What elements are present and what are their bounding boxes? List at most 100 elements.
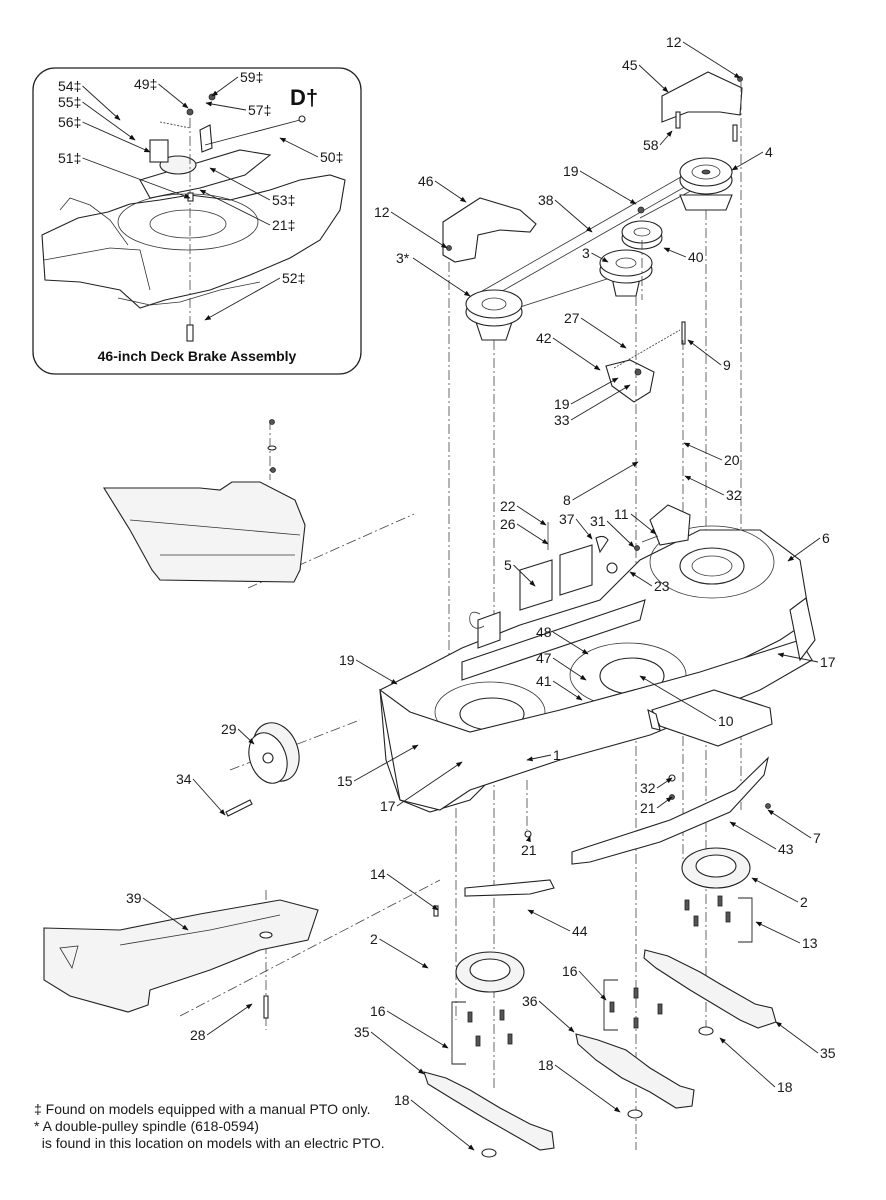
callout-52: 52‡ (204, 270, 305, 321)
part-number-label: 35 (354, 1024, 370, 1040)
part-number-label: 32 (726, 487, 742, 503)
part-number-label: 19 (339, 652, 355, 668)
callout-28: 28 (190, 1003, 253, 1043)
leader-arrow (656, 796, 673, 809)
leader-arrow (629, 571, 653, 587)
leader-arrow (513, 564, 536, 587)
footnote-double-pulley: * A double-pulley spindle (618-0594) (34, 1118, 259, 1134)
leader-arrow (206, 1003, 253, 1036)
callout-11: 11 (614, 506, 657, 535)
leader-arrow (552, 337, 601, 371)
part-number-label: 54‡ (58, 78, 81, 94)
spindle-plate-2b (455, 951, 525, 993)
leader-arrow (663, 247, 687, 258)
callout-43: 43 (729, 821, 794, 857)
leader-arrow (516, 523, 549, 545)
callout-34: 34 (176, 771, 226, 816)
part-number-label: 44 (572, 923, 588, 939)
callout-32b: 32 (640, 777, 673, 796)
belt-cover-46 (442, 197, 537, 263)
callout-16a: 16 (562, 963, 607, 1001)
part-number-label: 17 (380, 798, 396, 814)
leader-arrow (552, 657, 587, 681)
leader-arrow (396, 761, 463, 807)
blade-35-left (423, 1071, 555, 1151)
leader-arrow (204, 277, 281, 321)
callout-15: 15 (337, 744, 419, 789)
callout-3a: 3 (582, 245, 609, 263)
leader-arrow (638, 64, 669, 93)
nut-18-right (698, 1026, 714, 1036)
part-number-label: 14 (370, 866, 386, 882)
part-number-label: 12 (374, 204, 390, 220)
callout-50: 50‡ (279, 137, 343, 165)
part-number-label: 43 (778, 841, 794, 857)
leader-arrow (82, 85, 121, 121)
leader-arrow (639, 675, 717, 722)
part-number-label: 42 (536, 330, 552, 346)
leader-arrow (554, 1064, 621, 1113)
leader-arrow (777, 652, 819, 663)
leader-arrow (538, 1000, 575, 1033)
callout-56: 56‡ (58, 114, 151, 153)
part-number-label: 2 (800, 894, 808, 910)
inset-callouts: 54‡55‡56‡49‡59‡57‡50‡51‡53‡21‡52‡ (58, 69, 343, 321)
callout-3b: 3* (396, 250, 471, 297)
part-number-label: 27 (564, 310, 580, 326)
callout-49: 49‡ (134, 76, 189, 109)
leader-arrow (719, 1037, 776, 1088)
leader-arrow (775, 1021, 819, 1054)
callout-17b: 17 (380, 761, 463, 814)
leader-arrow (570, 384, 631, 421)
leader-arrow (525, 835, 531, 843)
callout-18b: 18 (719, 1037, 793, 1095)
leader-arrow (526, 754, 552, 762)
callout-31: 31 (590, 513, 635, 548)
part-number-label: 15 (337, 773, 353, 789)
callout-1: 1 (526, 747, 561, 763)
part-number-label: 17 (820, 654, 836, 670)
part-number-label: 55‡ (58, 94, 81, 110)
callout-42: 42 (536, 330, 601, 371)
leader-arrow (687, 339, 722, 366)
callout-12b: 12 (374, 204, 448, 249)
callout-18c: 18 (394, 1092, 475, 1151)
callout-47: 47 (536, 650, 587, 681)
callout-19c: 19 (339, 652, 398, 685)
leader-arrow (205, 101, 247, 111)
leader-arrow (386, 873, 439, 911)
callout-26: 26 (500, 516, 549, 545)
leader-arrow (386, 1010, 449, 1049)
part-number-label: 13 (802, 935, 818, 951)
footnote-electric-pto: is found in this location on models with… (34, 1135, 385, 1151)
part-number-label: 22 (500, 498, 516, 514)
leader-arrow (410, 1099, 475, 1151)
leader-arrow (379, 938, 429, 969)
part-number-label: 38 (538, 192, 554, 208)
callout-5: 5 (504, 557, 536, 587)
screws-13 (684, 895, 753, 943)
part-number-label: 40 (688, 249, 704, 265)
part-number-label: 21‡ (272, 217, 295, 233)
part-number-label: 46 (418, 173, 434, 189)
callout-17a: 17 (777, 652, 836, 670)
leader-arrow (656, 777, 673, 789)
baffle-44 (464, 879, 555, 897)
part-number-label: 21 (521, 842, 537, 858)
leader-arrow (199, 189, 271, 226)
leader-arrow (82, 101, 136, 141)
part-number-label: 29 (221, 721, 237, 737)
part-number-label: 7 (813, 830, 821, 846)
leader-arrow (390, 211, 448, 249)
part-number-label: 18 (777, 1079, 793, 1095)
part-number-label: 41 (536, 673, 552, 689)
part-number-label: 3* (396, 250, 410, 266)
deflector-39 (43, 899, 319, 1013)
part-number-label: 49‡ (134, 76, 157, 92)
leader-arrow (434, 180, 467, 203)
part-number-label: 23 (654, 578, 670, 594)
leader-arrow (684, 475, 725, 496)
screws-16-center (603, 979, 663, 1031)
part-number-label: 39 (126, 890, 142, 906)
callout-18a: 18 (538, 1057, 621, 1113)
